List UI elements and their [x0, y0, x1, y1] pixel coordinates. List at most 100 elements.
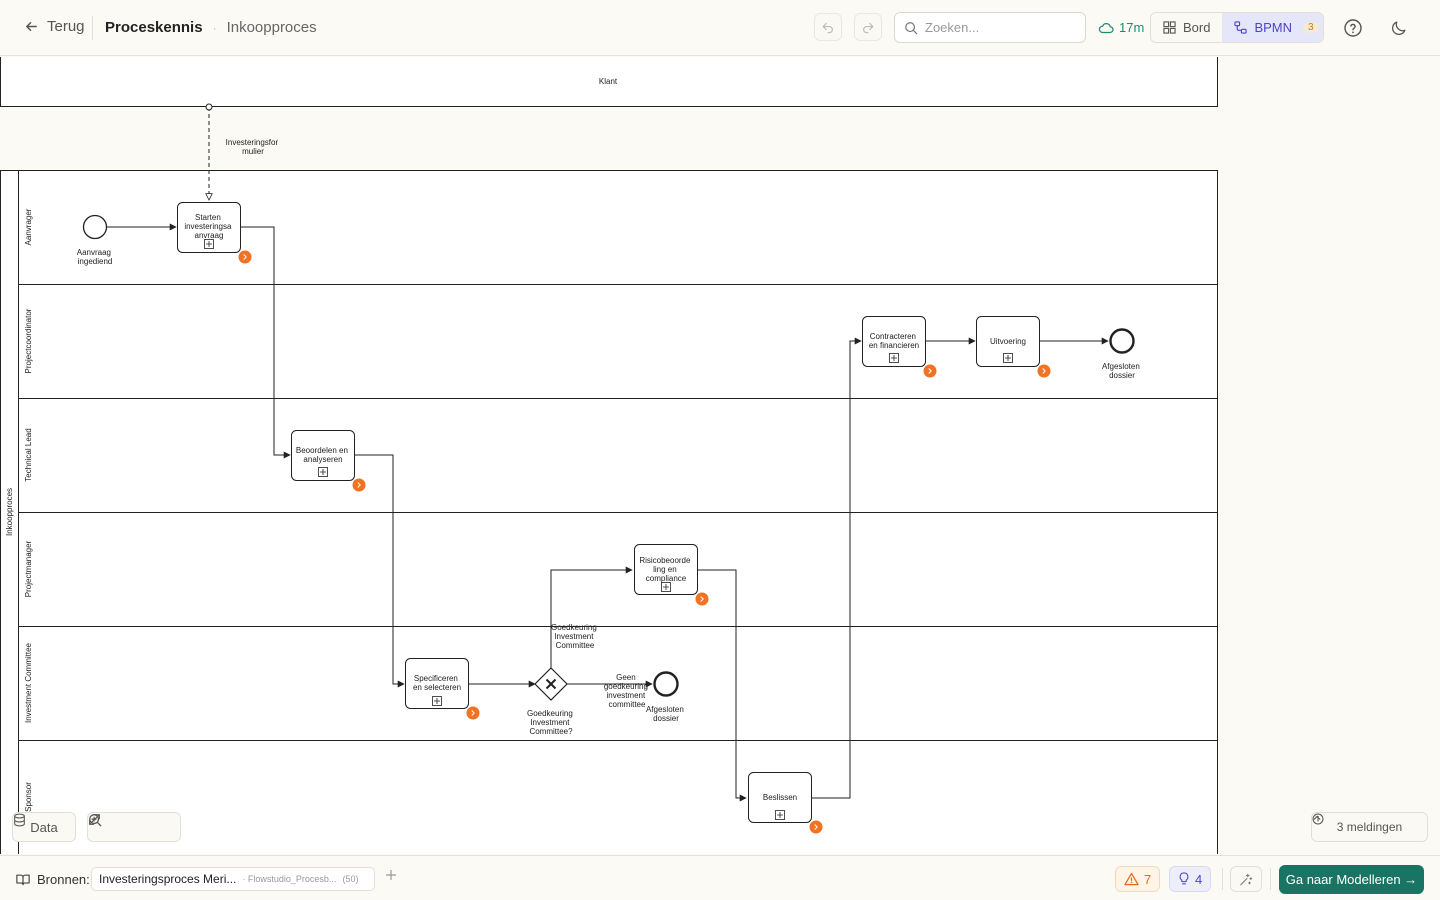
back-label: Terug	[47, 18, 85, 35]
help-button[interactable]	[1342, 17, 1364, 39]
cta-label: Ga naar Modelleren →	[1285, 872, 1418, 887]
svg-text:Starten investeringsa: Starten investeringsa anvraag	[184, 213, 233, 240]
svg-text:Contracteren en financie: Contracteren en financieren	[869, 332, 919, 350]
tips-button[interactable]: 4	[1169, 866, 1212, 892]
undo-button[interactable]	[814, 13, 842, 41]
pool-klant[interactable]	[0, 57, 1218, 107]
start-event[interactable]	[82, 214, 108, 240]
bpmn-canvas[interactable]: Klant Inkoopproces Aanvrager Projectcoor…	[0, 57, 1440, 854]
view-toggle: Bord BPMN 3	[1150, 12, 1324, 43]
bottom-bar: Bronnen: Investeringsproces Meri... · Fl…	[0, 855, 1440, 900]
warnings-count: 7	[1144, 871, 1152, 887]
lane-label-sponsor: Sponsor	[24, 782, 33, 812]
sources-label: Bronnen:	[37, 872, 90, 887]
notifications-button[interactable]: 3 meldingen	[1311, 812, 1428, 842]
sync-time: 17m	[1119, 20, 1145, 35]
svg-text:Specificeren en selecter: Specificeren en selecteren	[413, 674, 461, 692]
task-specificeren-en-selecteren[interactable]: Specificeren en selecteren	[405, 658, 469, 709]
info-icon	[1312, 813, 1324, 825]
view-bpmn-button[interactable]: BPMN 3	[1222, 13, 1323, 42]
sync-status: 17m	[1098, 20, 1144, 35]
end-event-main[interactable]	[1109, 328, 1135, 354]
lane-label-technical-lead: Technical Lead	[24, 428, 33, 481]
arrow-left-icon	[26, 22, 37, 31]
task-beoordelen-en-analyseren[interactable]: Beoordelen en analyseren	[291, 430, 355, 481]
chevron-right-icon[interactable]	[466, 706, 480, 720]
expand-icon	[89, 814, 100, 825]
add-source-button[interactable]	[385, 868, 397, 886]
theme-toggle-button[interactable]	[1388, 17, 1410, 39]
redo-icon	[863, 22, 874, 34]
end-event-rejected-label: Afgesloten dossier	[646, 705, 686, 723]
divider	[92, 16, 93, 40]
undo-icon	[822, 22, 833, 34]
sources-label-group: Bronnen:	[16, 872, 90, 887]
chevron-right-icon[interactable]	[238, 250, 252, 264]
flow-label-rejected: Geen goedkeuring investment committee	[604, 673, 650, 709]
breadcrumb-current: Inkoopproces	[226, 19, 317, 36]
subprocess-marker-icon	[775, 810, 785, 820]
go-to-modelling-button[interactable]: Ga naar Modelleren →	[1279, 865, 1424, 894]
source-count: (50)	[342, 874, 359, 884]
task-contracteren-en-financieren[interactable]: Contracteren en financieren	[862, 316, 926, 367]
subprocess-marker-icon	[889, 353, 899, 363]
source-chip[interactable]: Investeringsproces Meri... · Flowstudio_…	[91, 867, 375, 891]
pool-klant-label: Klant	[599, 77, 618, 86]
warnings-button[interactable]: 7	[1115, 866, 1161, 892]
task-uitvoering[interactable]: Uitvoering	[976, 316, 1040, 367]
search-box[interactable]	[894, 12, 1086, 43]
book-icon	[16, 874, 30, 886]
task-risicobeoordeling-en-compliance[interactable]: Risicobeoorde ling en compliance	[634, 544, 698, 595]
tips-count: 4	[1195, 871, 1203, 887]
lane-label-aanvrager: Aanvrager	[24, 208, 33, 245]
exclusive-gateway[interactable]	[534, 667, 568, 701]
search-input[interactable]	[925, 20, 1075, 35]
bpmn-count-badge: 3	[1303, 22, 1319, 33]
grid-icon	[1163, 21, 1176, 34]
database-icon	[14, 813, 25, 827]
zoom-controls	[87, 812, 181, 842]
source-name: Investeringsproces Meri...	[99, 872, 237, 886]
subprocess-marker-icon	[661, 582, 671, 592]
chevron-right-icon[interactable]	[1037, 364, 1051, 378]
search-icon	[905, 21, 918, 34]
chevron-right-icon[interactable]	[695, 592, 709, 606]
chevron-up-icon	[1313, 815, 1321, 820]
ai-assist-button[interactable]	[1230, 866, 1262, 892]
lane-label-projectmanager: Projectmanager	[24, 540, 33, 597]
chevron-right-icon[interactable]	[923, 364, 937, 378]
pool-label: Inkoopproces	[5, 488, 14, 536]
task-starten-investeringsaanvraag[interactable]: Starten investeringsa anvraag	[177, 202, 241, 253]
data-button[interactable]: Data	[12, 812, 76, 842]
end-event-rejected[interactable]	[653, 671, 679, 697]
view-bpmn-label: BPMN	[1254, 20, 1293, 35]
breadcrumb: Proceskennis · Inkoopproces	[105, 19, 317, 36]
end-event-main-label: Afgesloten dossier	[1102, 362, 1142, 380]
bpmn-diagram: Klant Inkoopproces Aanvrager Projectcoor…	[0, 57, 1218, 854]
redo-button[interactable]	[854, 13, 882, 41]
sparkles-icon	[1240, 873, 1253, 885]
gateway-label: Goedkeuring Investment Committee?	[527, 709, 575, 736]
flow-label-approved: Goedkeuring Investment Committee	[551, 623, 599, 650]
chevron-right-icon[interactable]	[352, 478, 366, 492]
chevron-right-icon[interactable]	[809, 820, 823, 834]
task-beslissen[interactable]: Beslissen	[748, 772, 812, 823]
lane-label-investment-committee: Investment Committee	[24, 642, 33, 723]
sequence-flows	[107, 223, 1109, 802]
top-bar: Terug Proceskennis · Inkoopproces 17m Bo…	[0, 0, 1440, 56]
breadcrumb-main[interactable]: Proceskennis	[105, 19, 203, 36]
view-board-button[interactable]: Bord	[1151, 13, 1222, 42]
divider	[1270, 868, 1271, 890]
svg-text:Uitvoering: Uitvoering	[990, 337, 1026, 346]
workflow-icon	[1234, 21, 1248, 34]
message-flow-label: Investeringsfor mulier	[226, 138, 281, 156]
svg-text:Risicobeoorde ling en: Risicobeoorde ling en compliance	[639, 556, 692, 583]
source-sub: · Flowstudio_Procesb...	[242, 874, 337, 884]
subprocess-marker-icon	[204, 239, 214, 249]
back-button[interactable]: Terug	[24, 18, 85, 35]
warning-icon	[1124, 872, 1139, 886]
divider	[1222, 868, 1223, 890]
svg-text:Beslissen: Beslissen	[763, 793, 797, 802]
lightbulb-icon	[1179, 872, 1189, 885]
subprocess-marker-icon	[318, 467, 328, 477]
